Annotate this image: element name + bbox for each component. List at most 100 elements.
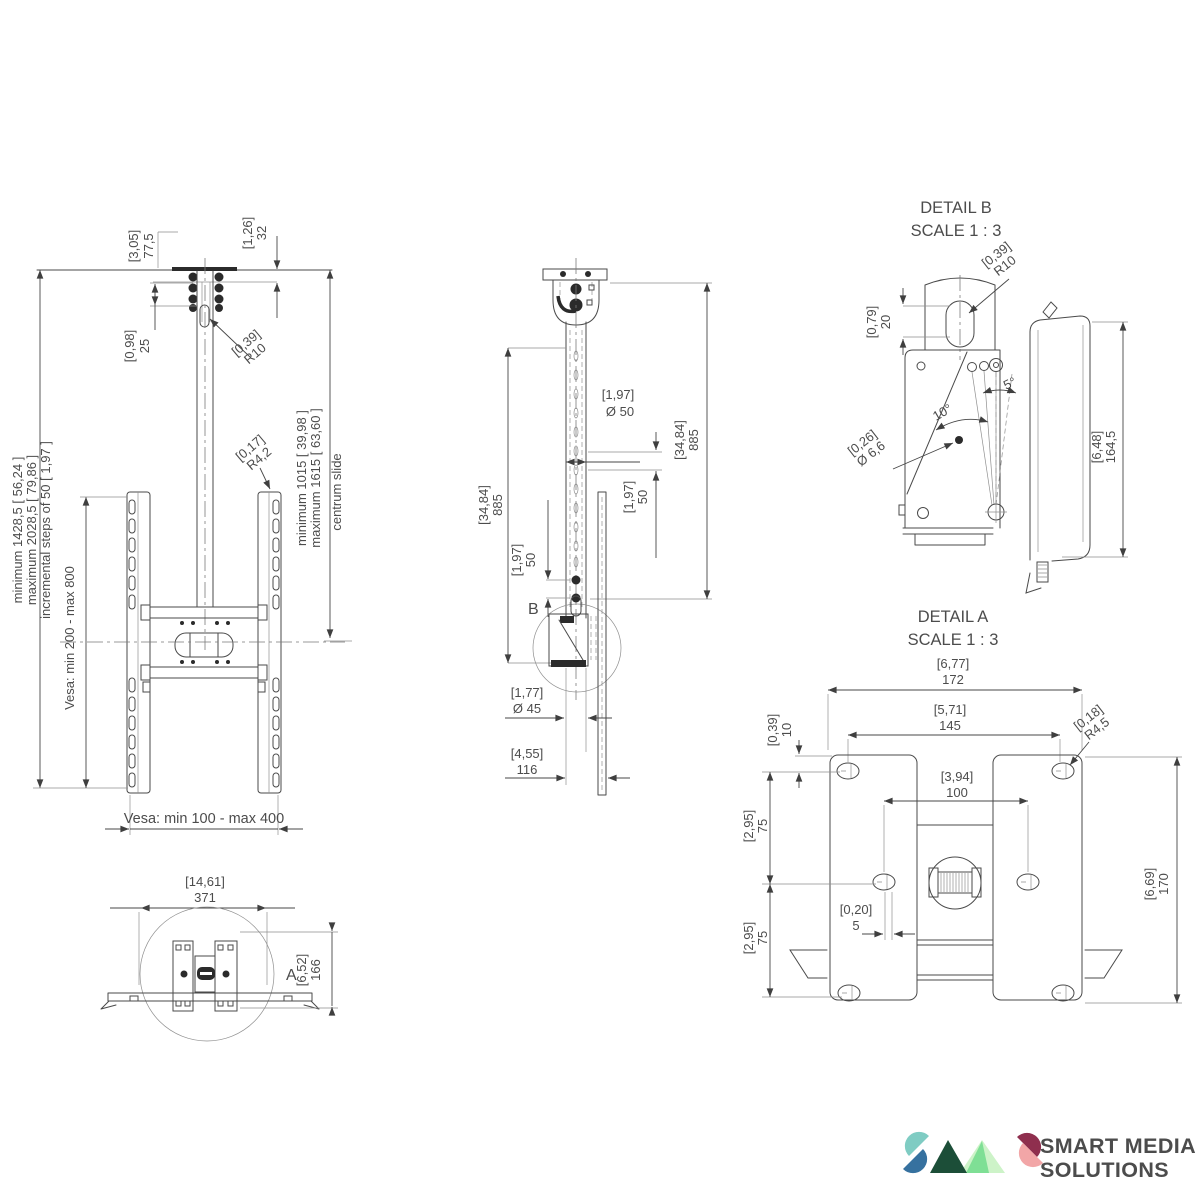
detail-a-slot-play-mm: 5	[852, 918, 859, 933]
detail-b-panel-channel	[1025, 301, 1091, 594]
logo-text-line2: SOLUTIONS	[1040, 1158, 1169, 1182]
detail-a-scale: SCALE 1 : 3	[908, 631, 999, 649]
logo-icon	[903, 1131, 1043, 1174]
dim-ceiling-gap-mm: 32	[254, 226, 269, 240]
detail-a-top-offset-in: [0,39]	[765, 714, 780, 747]
detail-b-tube	[924, 275, 996, 360]
dim-total-height: minimum 1428,5 [ 56,24 ] maximum 2028,5 …	[10, 270, 128, 789]
dim-slot-radius: [0,39] R10	[209, 318, 269, 367]
dim-hole-step-left-in: [1,97]	[509, 544, 524, 577]
pole	[196, 258, 214, 650]
detail-a-row1-in: [2,95]	[741, 810, 756, 843]
detail-a-height-mm: 170	[1156, 873, 1171, 895]
dim-vesa-horizontal: Vesa: min 100 - max 400	[105, 795, 303, 835]
detail-b-angle-5: 5°	[1001, 374, 1019, 393]
logo-s1-bottom-icon	[903, 1149, 928, 1174]
vesa-vertical-label: Vesa: min 200 - max 800	[62, 566, 77, 710]
dim-length-right-mm: 885	[686, 429, 701, 451]
detail-a-center-span-mm: 100	[946, 785, 968, 800]
dim-offset-mm: 116	[517, 762, 538, 777]
dim-plate-width-in: [3,05]	[126, 230, 141, 263]
detail-b-20-in: [0,79]	[864, 306, 879, 339]
detail-b-dim-r10: [0,39] R10	[968, 239, 1019, 314]
dim-length-right-in: [34,84]	[672, 420, 687, 460]
detail-a-dim-height: [6,69] 170	[1085, 756, 1182, 1004]
detail-a-pointer-label: A	[286, 967, 297, 984]
note-slide-max: maximum 1615 [ 63,60 ]	[308, 408, 323, 547]
detail-a-span-in: [5,71]	[934, 702, 967, 717]
detail-b-dim-20: [0,79] 20	[864, 288, 950, 355]
detail-a-center-screw	[928, 856, 982, 910]
logo-m-mid-icon	[966, 1141, 989, 1173]
dim-bottom-width-in: [14,61]	[185, 874, 225, 889]
logo-s2-bottom-icon	[1018, 1143, 1043, 1168]
dim-bottom-depth-mm: 166	[308, 959, 323, 981]
dim-pole-dia-mm: Ø 50	[606, 404, 634, 419]
dim-plate-width-mm: 77,5	[141, 233, 156, 258]
detail-a-title: DETAIL A	[918, 608, 989, 626]
dim-slot-offset-mm: 25	[137, 339, 152, 353]
detail-a-row2-in: [2,95]	[741, 922, 756, 955]
dim-length-right: [34,84] 885	[590, 282, 712, 600]
dim-hole-step-right-in: [1,97]	[621, 481, 636, 514]
dim-tube-diameter: [1,77] Ø 45	[505, 668, 612, 785]
side-bottom-bracket	[548, 595, 597, 667]
vesa-horizontal-label: Vesa: min 100 - max 400	[124, 811, 284, 827]
detail-a-dim-top-offset: [0,39] 10	[765, 714, 832, 788]
dim-length-left-mm: 885	[490, 494, 505, 516]
detail-a-view: DETAIL A SCALE 1 : 3 [6,77] 172 [5,71] 1…	[741, 608, 1182, 1004]
dim-ceiling-gap-in: [1,26]	[240, 217, 255, 250]
dim-plate-width: [3,05] 77,5	[126, 230, 178, 268]
dim-tube-dia-in: [1,77]	[511, 685, 544, 700]
dim-slot-offset: [0,98] 25	[122, 282, 198, 363]
dim-hole-step-left: [1,97] 50	[509, 500, 570, 617]
logo-s1-top-icon	[904, 1131, 929, 1156]
detail-b-view: DETAIL B SCALE 1 : 3 [0,39] R10 [0,79] 2…	[845, 199, 1128, 594]
note-max-height: maximum 2028,5 [ 79,86 ]	[24, 455, 39, 605]
detail-b-angle-10: 10°	[930, 401, 955, 424]
side-view: [1,97] Ø 50 [34,84] 885 [1,97] 50 [34,84…	[476, 258, 712, 796]
detail-a-dim-hole-span: [5,71] 145	[847, 702, 1061, 762]
dim-hole-step-left-mm: 50	[523, 553, 538, 567]
detail-a-top-offset-mm: 10	[779, 723, 794, 737]
detail-a-row1-mm: 75	[755, 819, 770, 833]
dim-hole-step-right-mm: 50	[635, 490, 650, 504]
detail-a-slot-play-in: [0,20]	[840, 902, 873, 917]
detail-a-row2-mm: 75	[755, 931, 770, 945]
note-slide-min: minimum 1015 [ 39,98 ]	[294, 410, 309, 546]
detail-a-plates	[789, 754, 1123, 1001]
dim-bottom-width: [14,61] 371	[110, 874, 295, 985]
detail-b-angles: 5° 10°	[930, 374, 1019, 431]
dim-bottom-depth: [6,52] 166	[240, 922, 338, 1016]
dim-tube-dia-mm: Ø 45	[513, 701, 541, 716]
ceiling-channel	[100, 992, 320, 1010]
detail-b-height-mm: 164,5	[1103, 431, 1118, 464]
detail-a-height-in: [6,69]	[1142, 868, 1157, 901]
side-pole	[565, 258, 587, 700]
vesa-rail-right	[257, 491, 282, 794]
detail-b-bracket	[898, 349, 1013, 546]
dim-hole-step-right: [1,97] 50	[588, 432, 662, 558]
detail-b-height-in: [6,48]	[1089, 431, 1104, 464]
logo-s2-top-icon	[1017, 1132, 1042, 1157]
detail-a-slots	[836, 762, 1075, 1002]
dim-panel-offset: [4,55] 116	[505, 746, 630, 782]
note-min-height: minimum 1428,5 [ 56,24 ]	[10, 457, 25, 604]
tv-panel	[597, 491, 607, 796]
detail-b-dim-height: [6,48] 164,5	[1062, 321, 1128, 558]
ceiling-plate	[36, 267, 333, 283]
detail-a-width-in: [6,77]	[937, 656, 970, 671]
dim-ceiling-gap: [1,26] 32	[240, 217, 281, 318]
detail-b-pointer-label: B	[528, 601, 539, 618]
note-slide-label: centrum slide	[329, 453, 344, 530]
dim-slot-offset-in: [0,98]	[122, 330, 137, 363]
bottom-mount-plates	[172, 940, 238, 1012]
logo-text-line1: SMART MEDIA	[1040, 1134, 1196, 1158]
dim-bottom-depth-in: [6,52]	[294, 954, 309, 987]
dim-vesa-vertical: Vesa: min 200 - max 800	[62, 496, 127, 789]
dim-pole-diameter: [1,97] Ø 50	[565, 387, 640, 466]
bottom-view: [14,61] 371 A	[100, 874, 338, 1042]
detail-a-span-mm: 145	[939, 718, 961, 733]
